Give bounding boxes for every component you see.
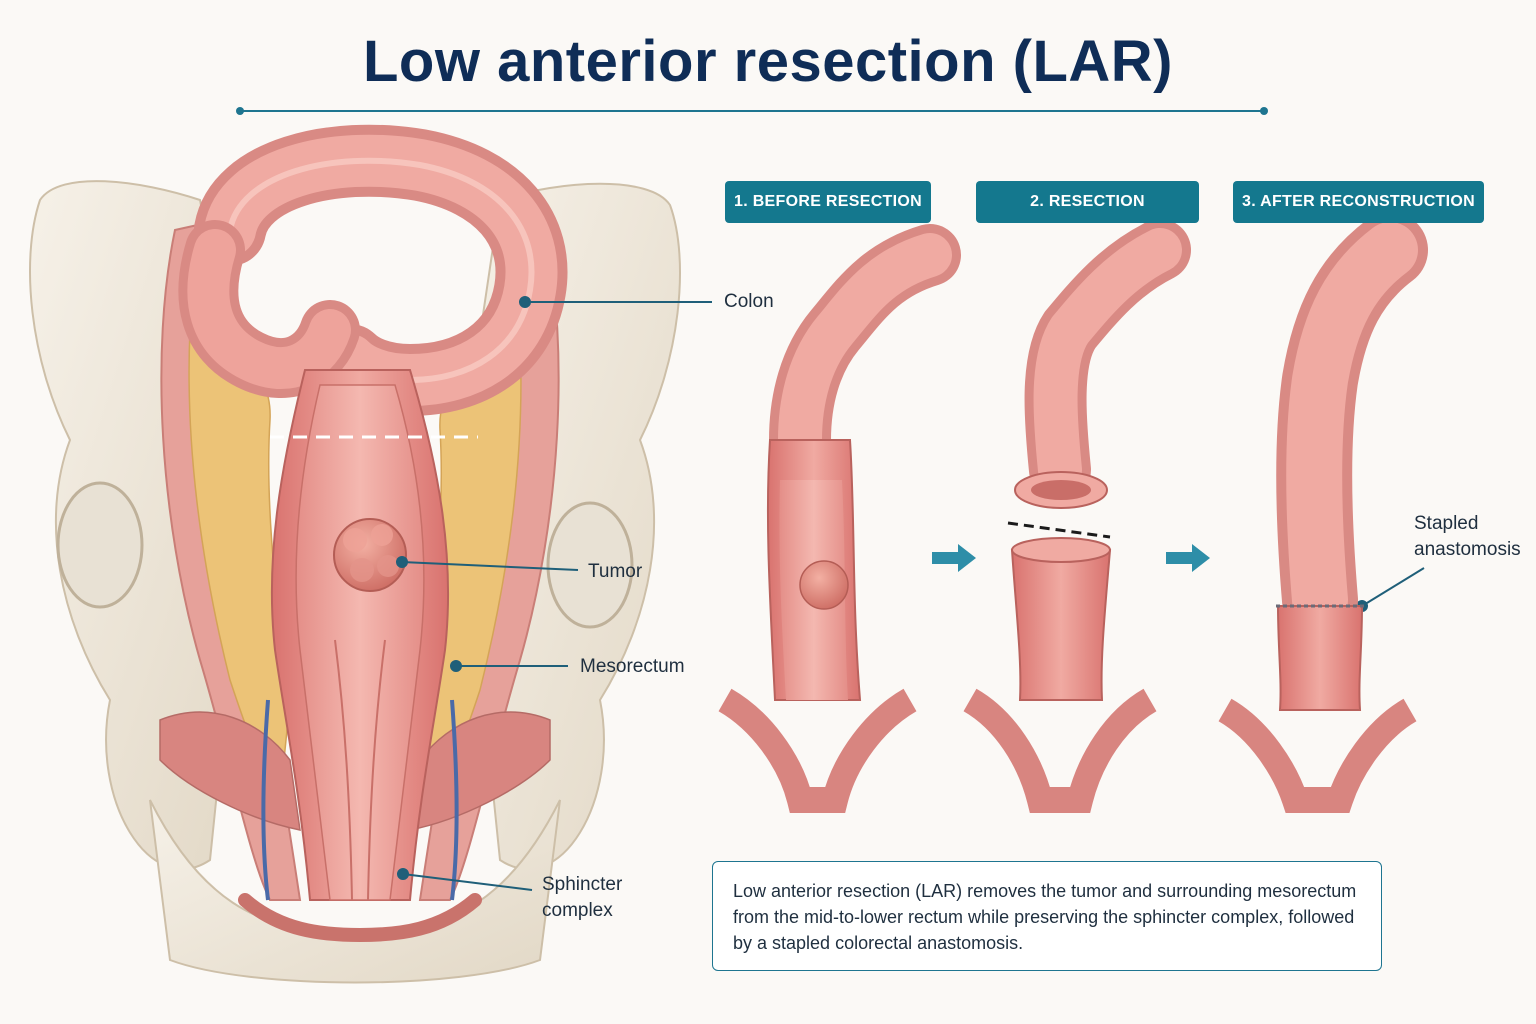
page-title: Low anterior resection (LAR) (363, 29, 1173, 94)
label-sphincter-line2: complex (542, 900, 613, 921)
tumor-mass (333, 518, 407, 592)
label-mesorectum: Mesorectum (580, 656, 685, 677)
step2-illustration (963, 219, 1191, 813)
step-arrow-2 (1166, 544, 1210, 572)
rectum-illustration (238, 369, 482, 943)
mesorectum-fat (188, 328, 522, 812)
label-stapled-line1: Stapled (1414, 513, 1479, 534)
step-header-resection: 2. RESECTION (976, 181, 1199, 223)
callout-leaders (396, 296, 1425, 891)
colon-illustration (178, 124, 568, 417)
step-header-before: 1. BEFORE RESECTION (725, 181, 931, 223)
label-sphincter-line1: Sphincter (542, 874, 623, 895)
label-colon: Colon (724, 291, 774, 312)
step-arrow-1 (932, 544, 976, 572)
step-header-after: 3. AFTER RECONSTRUCTION (1233, 181, 1484, 223)
step3-illustration (1218, 212, 1428, 813)
title-divider (236, 107, 1268, 115)
label-tumor: Tumor (588, 561, 643, 582)
label-sphincter-complex: Sphincter complex (542, 872, 622, 924)
step1-illustration (718, 224, 961, 813)
description-box: Low anterior resection (LAR) removes the… (712, 861, 1382, 971)
label-stapled-line2: anastomosis (1414, 539, 1521, 560)
label-stapled-anastomosis: Stapled anastomosis (1414, 511, 1521, 563)
